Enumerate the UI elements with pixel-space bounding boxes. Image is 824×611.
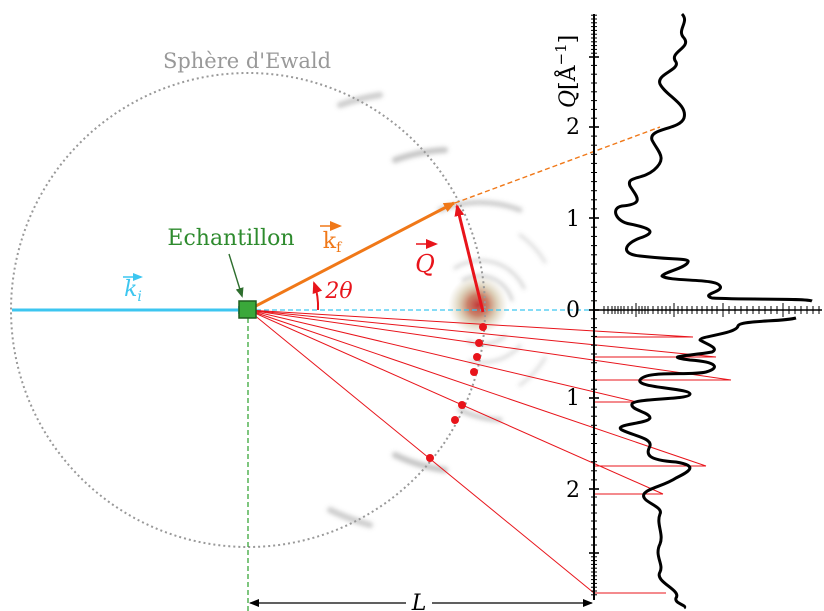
intensity-axis xyxy=(594,303,822,317)
detector-rays xyxy=(247,309,732,594)
kf-extension-line xyxy=(454,126,661,204)
kf-label: kf xyxy=(323,229,343,256)
q-axis-title: Q[Å−1] xyxy=(552,35,581,108)
ring-intersection-dots xyxy=(426,323,487,462)
tick-label-upper-2: 2 xyxy=(566,115,580,140)
sample-pointer-arrow xyxy=(228,253,244,298)
angle-arc xyxy=(312,281,323,311)
intensity-profile-lower xyxy=(618,316,797,610)
tick-label-lower-1: 1 xyxy=(566,386,580,411)
distance-label: L xyxy=(411,591,427,611)
ewald-sphere-label: Sphère d'Ewald xyxy=(163,49,331,73)
q-axis: 0 1 2 1 2 Q[Å−1] xyxy=(552,14,599,600)
q-axis-minor-ticks-lower xyxy=(591,318,597,596)
diffraction-pattern xyxy=(327,92,547,528)
q-label: Q xyxy=(415,250,435,278)
tick-label-lower-2: 2 xyxy=(566,478,580,503)
beam-center-spot xyxy=(448,275,508,335)
angle-label: 2θ xyxy=(324,279,352,304)
intensity-profile-upper xyxy=(614,12,813,303)
sample-label: Echantillon xyxy=(167,226,294,251)
ki-label: ki xyxy=(124,277,142,305)
q-axis-minor-ticks-upper xyxy=(591,14,597,302)
q-vector-arrow xyxy=(454,204,485,313)
tick-label-upper-0: 0 xyxy=(566,298,580,323)
scattered-beam-arrow xyxy=(247,201,456,312)
distance-label-bg xyxy=(406,592,432,611)
tick-label-upper-1: 1 xyxy=(566,207,580,232)
intensity-axis-ticks xyxy=(603,303,820,317)
sample-square xyxy=(238,300,257,319)
